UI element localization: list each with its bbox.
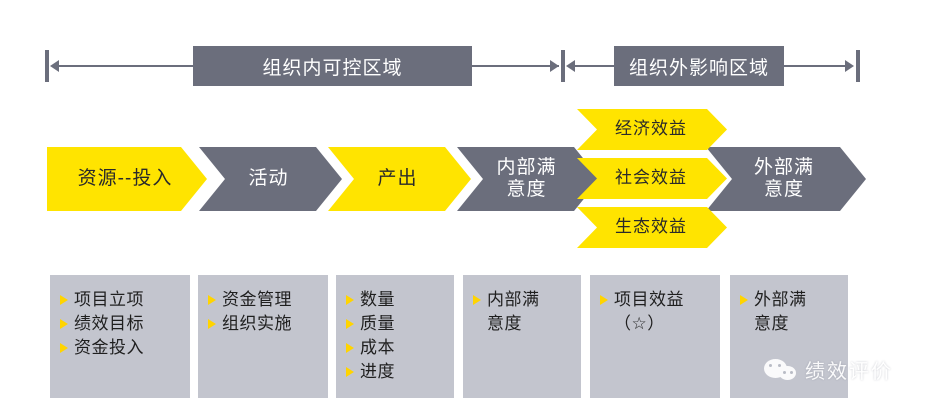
detail-box-3-item-0: 数量 (360, 290, 395, 309)
list-item: 组织实施 (208, 312, 320, 336)
flow-step-external-satisfaction[interactable]: 外部满 意度 (706, 147, 866, 211)
list-item: 项目立项 (60, 288, 182, 312)
list-item: 质量 (346, 312, 446, 336)
list-item: 绩效目标 (60, 312, 182, 336)
triangle-bullet-icon (346, 343, 354, 354)
list-item: 资金管理 (208, 288, 320, 312)
detail-box-6-item-0: 外部满 (754, 290, 807, 309)
list-item: 项目效益 (600, 288, 712, 312)
flow-benefit-ecological[interactable]: 生态效益 (577, 207, 727, 248)
detail-box-4-item-1: 意度 (487, 314, 522, 334)
triangle-bullet-icon (60, 343, 68, 354)
detail-box-5[interactable]: 项目效益 （☆） (590, 275, 720, 398)
triangle-bullet-icon (473, 295, 481, 305)
zone-label-external: 组织外影响区域 (614, 46, 784, 86)
triangle-bullet-icon (208, 295, 216, 305)
flow-benefit-ecological-label: 生态效益 (615, 217, 687, 237)
flow-step-internal-satisfaction-label: 内部满 意度 (496, 156, 557, 200)
list-item-continuation: 意度 (473, 312, 573, 336)
triangle-bullet-icon (208, 319, 216, 330)
detail-box-4-item-0: 内部满 (487, 290, 540, 309)
axis-arrow-left (50, 60, 59, 72)
detail-box-3-item-2: 成本 (360, 338, 395, 358)
flow-benefit-social-label: 社会效益 (615, 168, 687, 188)
detail-box-2[interactable]: 资金管理 组织实施 (198, 275, 328, 398)
detail-box-2-item-0: 资金管理 (222, 290, 292, 309)
detail-box-3[interactable]: 数量 质量 成本 进度 (336, 275, 454, 398)
list-item-continuation: 意度 (740, 312, 840, 336)
axis-line-external-left (574, 65, 614, 67)
flow-step-resource-input[interactable]: 资源--投入 (47, 147, 207, 211)
bullet-spacer (473, 319, 481, 329)
bullet-spacer (740, 319, 748, 329)
detail-box-5-item-0: 项目效益 (614, 290, 684, 309)
triangle-bullet-icon (60, 295, 68, 305)
detail-box-6[interactable]: 外部满 意度 (730, 275, 848, 398)
triangle-bullet-icon (346, 295, 354, 305)
triangle-bullet-icon (346, 367, 354, 378)
axis-arrow-right (845, 60, 854, 72)
flow-step-internal-satisfaction[interactable]: 内部满 意度 (457, 147, 600, 211)
list-item: 成本 (346, 336, 446, 360)
axis-line-external-right (784, 65, 846, 67)
flow-step-output[interactable]: 产出 (328, 147, 471, 211)
triangle-bullet-icon (740, 295, 748, 305)
flow-benefit-economic[interactable]: 经济效益 (577, 109, 727, 150)
axis-line-internal-right (472, 65, 559, 67)
list-item-continuation: （☆） (600, 312, 712, 336)
list-item: 内部满 (473, 288, 573, 312)
detail-box-1-item-1: 绩效目标 (74, 314, 144, 334)
triangle-bullet-icon (60, 319, 68, 330)
detail-box-6-item-1: 意度 (754, 314, 789, 334)
axis-arrow-mid-left (566, 60, 575, 72)
flow-step-output-label: 产出 (377, 167, 418, 189)
flow-step-activity-label: 活动 (248, 167, 289, 189)
zone-label-external-text: 组织外影响区域 (628, 57, 769, 79)
flow-step-resource-input-label: 资源--投入 (77, 167, 173, 189)
flow-benefit-economic-label: 经济效益 (615, 119, 687, 139)
bullet-spacer (600, 319, 608, 329)
axis-tick-right (856, 50, 860, 82)
axis-arrow-mid-right (550, 60, 559, 72)
axis-tick-left (45, 50, 49, 82)
flow-step-activity[interactable]: 活动 (199, 147, 342, 211)
detail-box-3-item-1: 质量 (360, 314, 395, 334)
flow-step-external-satisfaction-label: 外部满 意度 (753, 156, 814, 200)
flow-benefit-social[interactable]: 社会效益 (577, 158, 727, 199)
detail-box-1-item-0: 项目立项 (74, 290, 144, 309)
detail-box-2-item-1: 组织实施 (222, 314, 292, 334)
detail-box-1-item-2: 资金投入 (74, 338, 144, 358)
detail-box-5-item-1: （☆） (614, 314, 665, 334)
detail-box-4[interactable]: 内部满 意度 (463, 275, 581, 398)
list-item: 进度 (346, 360, 446, 384)
detail-box-3-item-3: 进度 (360, 362, 395, 382)
zone-label-internal-text: 组织内可控区域 (262, 57, 403, 79)
list-item: 资金投入 (60, 336, 182, 360)
zone-label-internal: 组织内可控区域 (193, 46, 472, 86)
triangle-bullet-icon (600, 295, 608, 305)
axis-tick-middle (561, 50, 565, 82)
detail-box-1[interactable]: 项目立项 绩效目标 资金投入 (50, 275, 190, 398)
list-item: 外部满 (740, 288, 840, 312)
axis-line-internal-left (58, 65, 196, 67)
list-item: 数量 (346, 288, 446, 312)
triangle-bullet-icon (346, 319, 354, 330)
